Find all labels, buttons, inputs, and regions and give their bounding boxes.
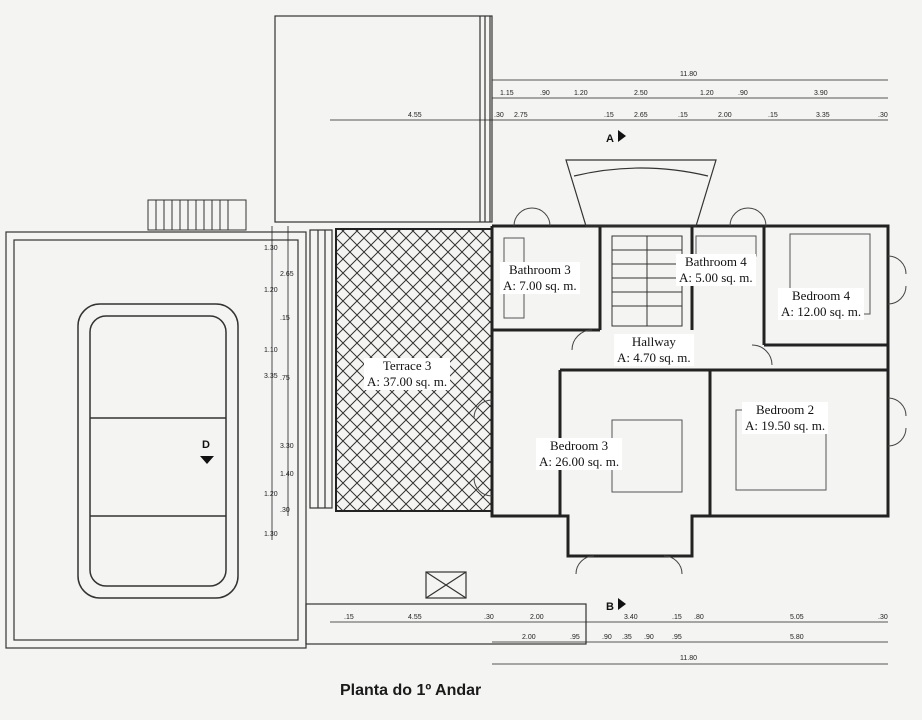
room-area: A: 5.00 sq. m. [679, 270, 753, 285]
dim-top-row2: 4.55 .30 2.75 .15 2.65 .15 2.00 .15 3.35… [408, 112, 888, 119]
svg-text:2.75: 2.75 [514, 112, 528, 119]
section-mark-d: D [200, 439, 214, 464]
svg-text:.30: .30 [494, 112, 504, 119]
svg-text:3.90: 3.90 [814, 90, 828, 97]
room-hallway: Hallway A: 4.70 sq. m. [614, 334, 694, 366]
svg-text:D: D [202, 439, 210, 451]
room-name: Hallway [631, 334, 676, 349]
room-bathroom-4: Bathroom 4 A: 5.00 sq. m. [676, 254, 756, 286]
svg-text:.90: .90 [644, 634, 654, 641]
svg-text:4.55: 4.55 [408, 112, 422, 119]
dim-top-row1: 1.15 .90 1.20 2.50 1.20 .90 3.90 [500, 90, 828, 97]
svg-text:1.20: 1.20 [264, 287, 278, 294]
room-area: A: 37.00 sq. m. [367, 374, 448, 389]
svg-text:.90: .90 [540, 90, 550, 97]
room-name: Terrace 3 [382, 358, 432, 373]
svg-text:.30: .30 [878, 614, 888, 621]
front-bay [565, 159, 717, 227]
svg-text:.35: .35 [622, 634, 632, 641]
dim-left-col: 1.30 1.20 1.10 3.35 1.20 1.30 [264, 245, 278, 538]
room-area: A: 12.00 sq. m. [781, 304, 862, 319]
svg-text:1.15: 1.15 [500, 90, 514, 97]
deck-stairs [147, 199, 247, 231]
room-area: A: 26.00 sq. m. [539, 454, 620, 469]
pool-deck [5, 229, 333, 649]
svg-text:2.50: 2.50 [634, 90, 648, 97]
svg-text:B: B [606, 601, 614, 613]
room-name: Bedroom 2 [756, 402, 815, 417]
dim-top-total: 11.80 [680, 71, 697, 78]
svg-text:.15: .15 [280, 315, 290, 322]
svg-text:2.65: 2.65 [280, 271, 294, 278]
svg-text:.15: .15 [678, 112, 688, 119]
svg-text:2.00: 2.00 [530, 614, 544, 621]
room-bedroom-3: Bedroom 3 A: 26.00 sq. m. [536, 438, 623, 470]
svg-text:.90: .90 [602, 634, 612, 641]
lower-balcony [305, 603, 587, 645]
pool [77, 303, 239, 599]
svg-text:2.00: 2.00 [718, 112, 732, 119]
svg-text:.90: .90 [738, 90, 748, 97]
dim-bottom-total: 11.80 [680, 655, 697, 662]
svg-text:3.40: 3.40 [624, 614, 638, 621]
svg-text:A: A [606, 133, 614, 145]
svg-text:.75: .75 [280, 375, 290, 382]
dim-left-col-inner: 2.65 .15 .75 3.30 1.40 .30 [280, 271, 294, 514]
svg-text:.15: .15 [344, 614, 354, 621]
svg-text:5.05: 5.05 [790, 614, 804, 621]
room-name: Bathroom 4 [684, 254, 747, 269]
svg-text:1.10: 1.10 [264, 347, 278, 354]
svg-text:1.20: 1.20 [574, 90, 588, 97]
room-area: A: 4.70 sq. m. [617, 350, 691, 365]
dim-bottom-row2: 2.00 .95 .90 .35 .90 .95 5.80 [522, 634, 804, 641]
svg-text:3.35: 3.35 [264, 373, 278, 380]
svg-text:1.30: 1.30 [264, 245, 278, 252]
svg-text:.15: .15 [672, 614, 682, 621]
room-bedroom-2: Bedroom 2 A: 19.50 sq. m. [742, 402, 829, 434]
svg-text:3.35: 3.35 [816, 112, 830, 119]
room-name: Bedroom 4 [792, 288, 851, 303]
upper-balcony [274, 15, 493, 223]
chimney [425, 571, 467, 599]
door-swings [473, 207, 907, 575]
dim-bottom-row1: .15 4.55 .30 2.00 3.40 .15 .80 5.05 .30 [344, 614, 888, 621]
svg-text:1.20: 1.20 [264, 491, 278, 498]
section-mark-b: B [606, 598, 626, 613]
svg-text:.95: .95 [672, 634, 682, 641]
svg-text:5.80: 5.80 [790, 634, 804, 641]
plan-title: Planta do 1º Andar [340, 682, 482, 699]
room-terrace-3: Terrace 3 A: 37.00 sq. m. [364, 358, 451, 390]
svg-text:2.65: 2.65 [634, 112, 648, 119]
section-mark-a: A [606, 130, 626, 145]
svg-text:2.00: 2.00 [522, 634, 536, 641]
room-name: Bathroom 3 [508, 262, 571, 277]
svg-text:.95: .95 [570, 634, 580, 641]
svg-text:.80: .80 [694, 614, 704, 621]
svg-text:1.40: 1.40 [280, 471, 294, 478]
svg-text:1.20: 1.20 [700, 90, 714, 97]
room-bathroom-3: Bathroom 3 A: 7.00 sq. m. [500, 262, 580, 294]
svg-text:4.55: 4.55 [408, 614, 422, 621]
room-bedroom-4: Bedroom 4 A: 12.00 sq. m. [778, 288, 865, 320]
dimension-lines [271, 79, 888, 665]
svg-text:.15: .15 [604, 112, 614, 119]
room-name: Bedroom 3 [550, 438, 609, 453]
svg-text:.30: .30 [878, 112, 888, 119]
svg-text:3.30: 3.30 [280, 443, 294, 450]
svg-text:.30: .30 [484, 614, 494, 621]
room-area: A: 19.50 sq. m. [745, 418, 826, 433]
svg-text:1.30: 1.30 [264, 531, 278, 538]
room-area: A: 7.00 sq. m. [503, 278, 577, 293]
svg-text:.30: .30 [280, 507, 290, 514]
svg-text:.15: .15 [768, 112, 778, 119]
central-stair [611, 235, 683, 327]
